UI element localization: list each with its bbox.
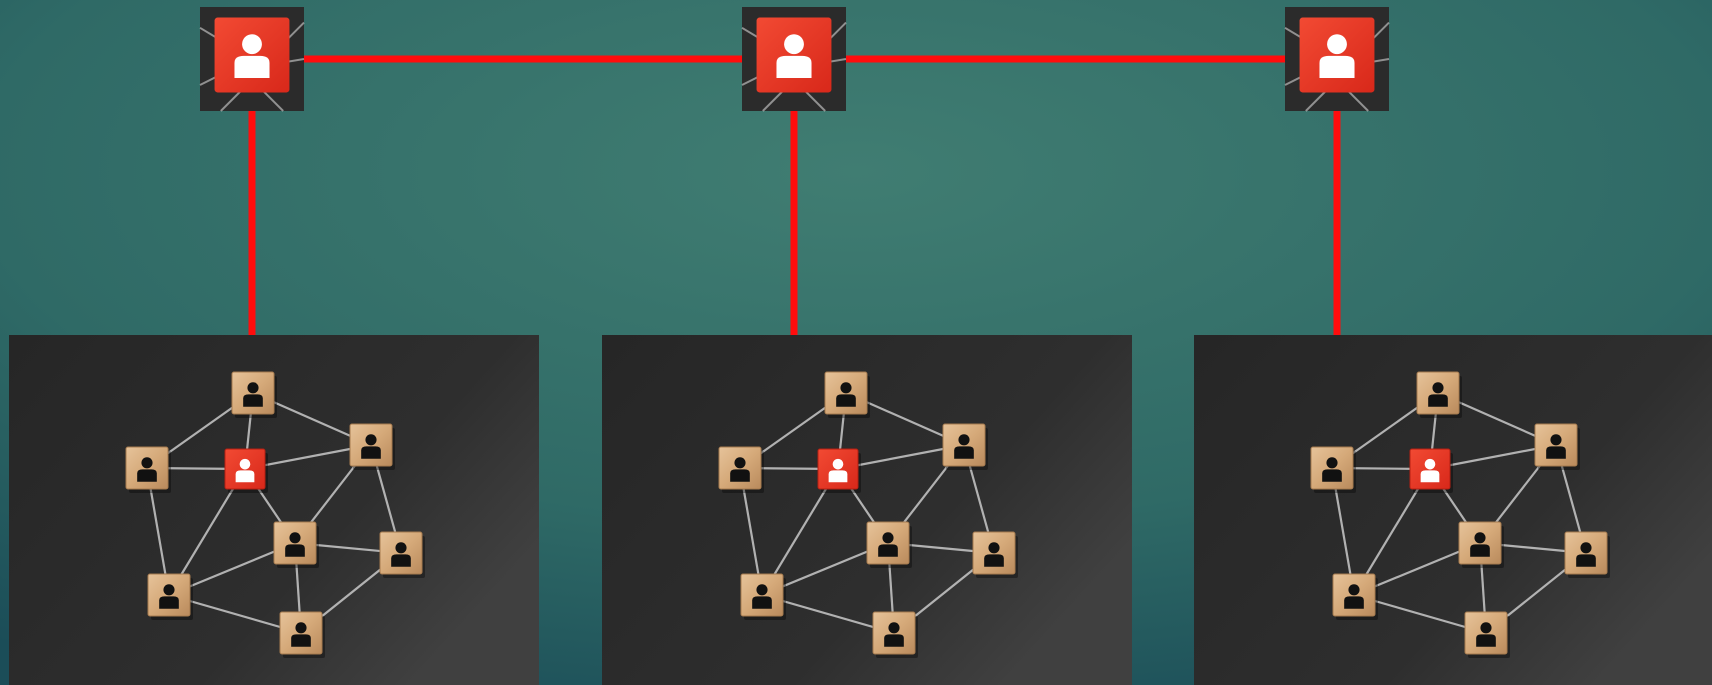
person-icon bbox=[159, 584, 179, 609]
network-member-node bbox=[379, 531, 425, 578]
leader-node-3 bbox=[1284, 7, 1390, 112]
network-member-node bbox=[1332, 573, 1378, 620]
network-nodes bbox=[1310, 371, 1610, 658]
network-member-node bbox=[866, 521, 912, 568]
leader-tile bbox=[1299, 17, 1375, 93]
leader-connector-vertical-3 bbox=[1333, 59, 1341, 335]
network-member-node bbox=[273, 521, 319, 568]
person-icon bbox=[752, 584, 772, 609]
person-icon bbox=[1322, 457, 1342, 482]
person-icon bbox=[776, 34, 812, 79]
leader-nodes bbox=[199, 7, 1390, 112]
network-edge bbox=[1353, 593, 1487, 635]
person-icon bbox=[878, 532, 898, 557]
person-icon bbox=[836, 382, 856, 407]
network-nodes bbox=[125, 371, 425, 658]
person-icon bbox=[1470, 532, 1490, 557]
network-member-node bbox=[872, 611, 918, 658]
network-member-node bbox=[942, 423, 988, 470]
network-member-node bbox=[1416, 371, 1462, 418]
person-icon bbox=[1420, 458, 1440, 483]
leader-tile bbox=[214, 17, 290, 93]
person-icon bbox=[291, 622, 311, 647]
person-icon bbox=[243, 382, 263, 407]
network-member-node bbox=[349, 423, 395, 470]
network-member-node bbox=[972, 531, 1018, 578]
person-icon bbox=[984, 542, 1004, 567]
network-edge bbox=[168, 593, 302, 635]
network-panel-1 bbox=[9, 335, 539, 685]
network-panels bbox=[9, 335, 1712, 685]
leader-tile bbox=[756, 17, 832, 93]
person-icon bbox=[1476, 622, 1496, 647]
person-icon bbox=[730, 457, 750, 482]
network-member-node bbox=[125, 446, 171, 493]
network-member-node bbox=[1464, 611, 1510, 658]
person-icon bbox=[1576, 542, 1596, 567]
network-nodes bbox=[718, 371, 1018, 658]
person-icon bbox=[285, 532, 305, 557]
network-member-node bbox=[279, 611, 325, 658]
person-icon bbox=[884, 622, 904, 647]
network-member-node bbox=[718, 446, 764, 493]
leader-connector-vertical-2 bbox=[790, 59, 798, 335]
network-panel-3 bbox=[1194, 335, 1712, 685]
leader-node-1 bbox=[199, 7, 305, 112]
network-member-node bbox=[824, 371, 870, 418]
person-icon bbox=[828, 458, 848, 483]
person-icon bbox=[1319, 34, 1355, 79]
person-icon bbox=[1344, 584, 1364, 609]
network-member-node bbox=[1534, 423, 1580, 470]
person-icon bbox=[235, 458, 255, 483]
leader-connector-vertical-1 bbox=[248, 59, 256, 335]
network-center-node bbox=[1409, 448, 1453, 493]
network-member-node bbox=[1458, 521, 1504, 568]
network-member-node bbox=[147, 573, 193, 620]
network-member-node bbox=[1310, 446, 1356, 493]
network-center-node bbox=[817, 448, 861, 493]
person-icon bbox=[361, 434, 381, 459]
person-icon bbox=[1428, 382, 1448, 407]
network-member-node bbox=[1564, 531, 1610, 578]
person-icon bbox=[137, 457, 157, 482]
person-icon bbox=[391, 542, 411, 567]
person-icon bbox=[954, 434, 974, 459]
leader-node-2 bbox=[741, 7, 847, 112]
person-icon bbox=[234, 34, 270, 79]
network-panel-2 bbox=[602, 335, 1132, 685]
network-member-node bbox=[740, 573, 786, 620]
network-edge bbox=[761, 593, 895, 635]
person-icon bbox=[1546, 434, 1566, 459]
network-center-node bbox=[224, 448, 268, 493]
network-member-node bbox=[231, 371, 277, 418]
